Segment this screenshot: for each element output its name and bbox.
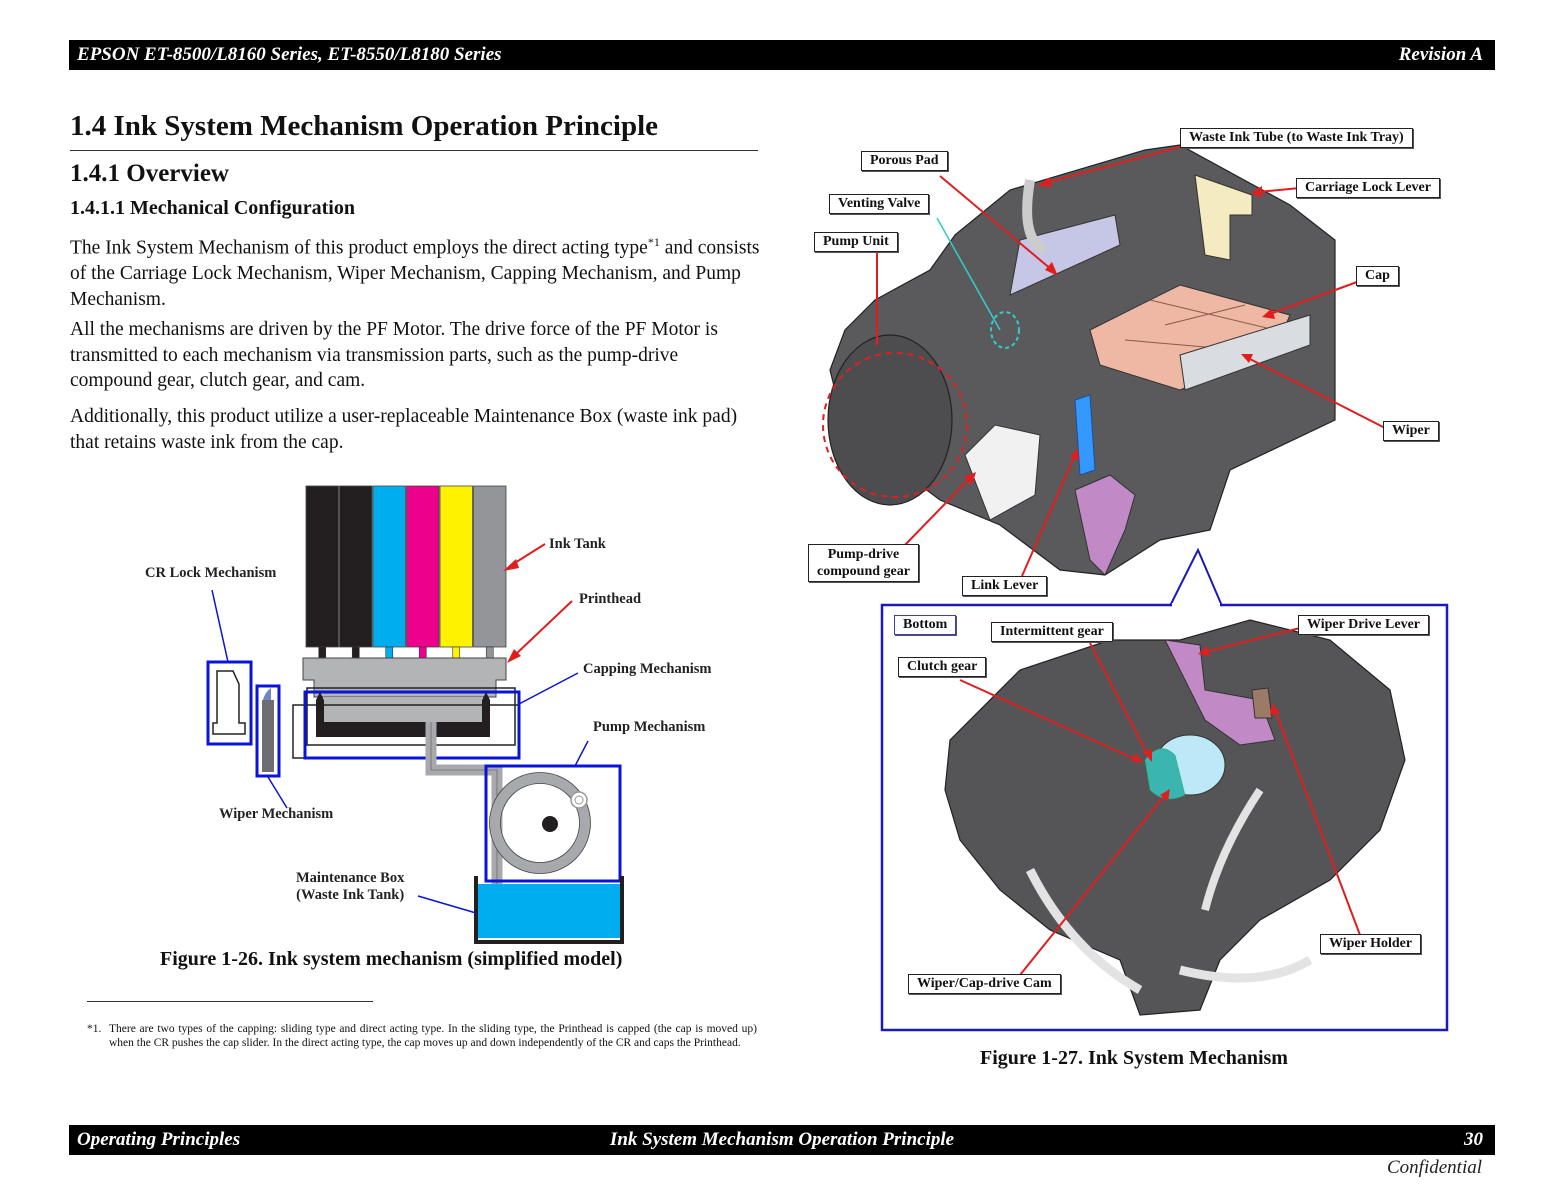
page-footer: Operating Principles Ink System Mechanis…	[69, 1125, 1495, 1155]
subsubsection-heading: 1.4.1.1 Mechanical Configuration	[70, 197, 355, 219]
label-cr-lock: CR Lock Mechanism	[145, 565, 277, 581]
wiper-highlight	[255, 684, 281, 778]
manual-title: EPSON ET-8500/L8160 Series, ET-8550/L818…	[77, 44, 502, 65]
callout-wiper-drive-lever: Wiper Drive Lever	[1298, 615, 1430, 635]
callout-porous-pad: Porous Pad	[861, 151, 948, 171]
cap-shape	[306, 687, 516, 746]
callout-wiper-cap-cam: Wiper/Cap-drive Cam	[908, 974, 1061, 994]
ink-tank-3	[406, 485, 440, 648]
paragraph-1: The Ink System Mechanism of this product…	[70, 235, 760, 310]
printhead-shape	[302, 657, 507, 698]
label-maintenance-box: Maintenance Box (Waste Ink Tank)	[296, 870, 405, 903]
maintenance-box	[474, 876, 624, 944]
cr-lock-highlight	[206, 660, 253, 746]
ink-nozzle-2	[385, 646, 394, 660]
callout-bottom: Bottom	[894, 615, 957, 635]
footnote-mark: *1.	[87, 1023, 102, 1035]
callout-wiper: Wiper	[1383, 421, 1439, 441]
callout-wiper-holder: Wiper Holder	[1320, 934, 1422, 954]
callout-pump-unit: Pump Unit	[814, 232, 898, 252]
ink-tank-2	[372, 485, 406, 648]
ink-nozzle-1	[351, 646, 360, 660]
label-pump: Pump Mechanism	[593, 719, 706, 735]
waste-tube	[425, 722, 503, 885]
figure-26-caption: Figure 1-26. Ink system mechanism (simpl…	[160, 948, 623, 970]
callout-waste-ink-tube: Waste Ink Tube (to Waste Ink Tray)	[1180, 128, 1413, 148]
paragraph-2: All the mechanisms are driven by the PF …	[70, 319, 718, 391]
callout-pump-drive-gear: Pump-drive compound gear	[808, 544, 919, 582]
subsection-heading: 1.4.1 Overview	[70, 160, 229, 187]
footnote: *1. There are two types of the capping: …	[87, 1022, 757, 1050]
section-heading: 1.4 Ink System Mechanism Operation Princ…	[70, 110, 659, 142]
heading-rule	[70, 150, 758, 151]
footer-section: Ink System Mechanism Operation Principle	[609, 1129, 955, 1150]
ink-nozzle-4	[452, 646, 461, 660]
footnote-rule	[87, 1001, 373, 1002]
page-header: EPSON ET-8500/L8160 Series, ET-8550/L818…	[69, 40, 1495, 70]
callout-intermittent-gear: Intermittent gear	[991, 622, 1113, 642]
label-printhead: Printhead	[579, 591, 642, 607]
label-ink-tank: Ink Tank	[549, 536, 606, 552]
callout-link-lever: Link Lever	[962, 576, 1048, 596]
ink-tank-1	[339, 485, 373, 648]
callout-cap: Cap	[1356, 266, 1399, 286]
ink-nozzle-5	[485, 646, 494, 660]
callout-clutch-gear: Clutch gear	[898, 657, 987, 677]
ink-nozzle-0	[318, 646, 327, 660]
confidential-label: Confidential	[1387, 1157, 1482, 1178]
callout-venting-valve: Venting Valve	[829, 194, 930, 214]
revision-label: Revision A	[1398, 44, 1483, 65]
pump-highlight	[484, 764, 622, 883]
figure-27-caption: Figure 1-27. Ink System Mechanism	[980, 1047, 1288, 1069]
page-number: 30	[1464, 1129, 1483, 1150]
footnote-ref[interactable]: *1	[647, 235, 660, 249]
ink-tank-0	[305, 485, 339, 648]
ink-nozzle-3	[418, 646, 427, 660]
label-wiper-mechanism: Wiper Mechanism	[219, 806, 334, 822]
callout-carriage-lock-lever: Carriage Lock Lever	[1296, 178, 1440, 198]
footer-chapter: Operating Principles	[77, 1129, 241, 1150]
ink-tank-4	[439, 485, 473, 648]
capping-highlight	[303, 690, 521, 760]
footnote-text: There are two types of the capping: slid…	[109, 1023, 757, 1049]
label-capping: Capping Mechanism	[583, 661, 712, 677]
ink-tank-5	[473, 485, 507, 648]
paragraph-3: Additionally, this product utilize a use…	[70, 406, 738, 453]
